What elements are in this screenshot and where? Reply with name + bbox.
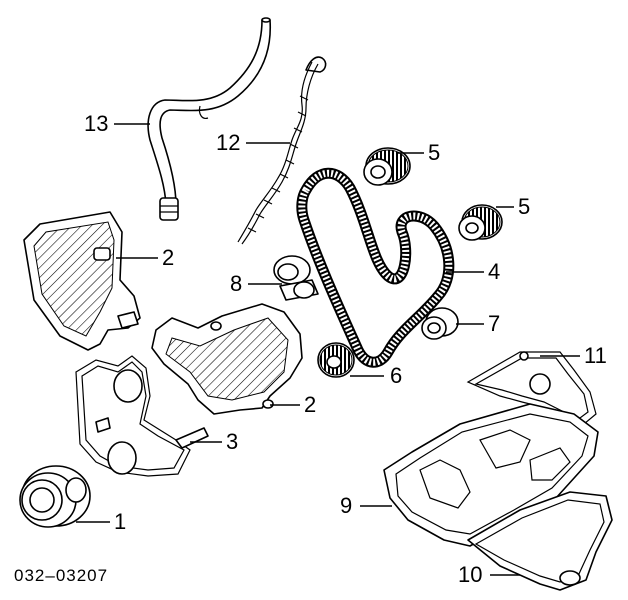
callout-2: 2	[304, 392, 317, 417]
callout-12: 12	[216, 130, 241, 155]
callout-11: 11	[584, 343, 607, 368]
part-11-oil-pan-gasket	[466, 351, 597, 425]
part-10-oil-pan-lower	[467, 491, 613, 591]
part-3-timing-cover-gasket	[75, 355, 209, 477]
part-9-oil-pan-upper	[383, 403, 599, 547]
part-12-oil-dipstick	[237, 56, 327, 245]
part-4-timing-belt	[296, 167, 455, 368]
part-5-pulley-upper	[363, 147, 411, 186]
callout-10: 10	[458, 562, 483, 587]
part-2-lower-timing-cover	[151, 303, 303, 415]
callout-3: 3	[226, 429, 239, 454]
part-7-idler-pulley	[421, 307, 459, 340]
callout-4: 4	[488, 259, 501, 284]
part-6-crankshaft-sprocket	[317, 342, 355, 378]
callout-1: 1	[114, 509, 127, 534]
callout-8: 8	[230, 271, 243, 296]
callout-9: 9	[340, 493, 353, 518]
callout-7: 7	[488, 311, 501, 336]
callout-13: 13	[84, 111, 109, 136]
callout-6: 6	[390, 363, 403, 388]
part-5-pulley-lower	[458, 204, 503, 241]
part-13-breather-hose	[147, 17, 272, 221]
part-2-upper-timing-cover	[23, 211, 141, 351]
callout-2: 2	[162, 245, 175, 270]
callout-5: 5	[518, 194, 531, 219]
diagram-reference-code: 032–03207	[14, 566, 109, 585]
leader-lines	[76, 123, 580, 576]
part-1-crankshaft-pulley	[19, 465, 91, 528]
callout-5: 5	[428, 140, 441, 165]
part-8-timing-belt-tensioner	[273, 255, 319, 301]
